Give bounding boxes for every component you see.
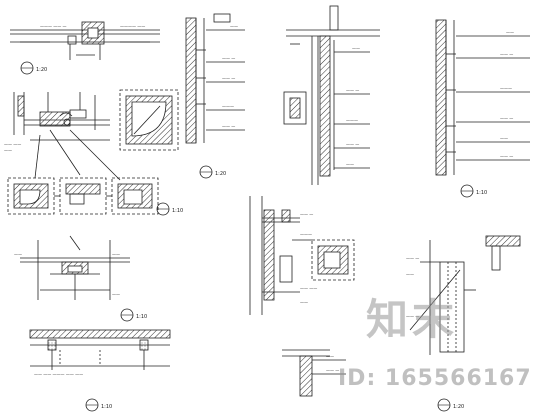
svg-text:—— —: —— — xyxy=(500,154,513,159)
svg-text:—— —: —— — xyxy=(300,212,313,217)
svg-text:———: ——— xyxy=(500,86,512,91)
svg-text:—— —: —— — xyxy=(222,124,235,129)
scale-label-7: 1:20 xyxy=(453,404,464,410)
svg-text:—— ——: —— —— xyxy=(4,142,21,147)
detail-right-lower-section: —— — —— —— — xyxy=(406,235,521,355)
svg-text:——: —— xyxy=(352,46,360,51)
svg-text:——: —— xyxy=(230,24,238,29)
svg-text:——: —— xyxy=(406,272,414,277)
watermark-logo: 知末 xyxy=(366,295,459,344)
scale-label-6: 1:10 xyxy=(476,190,487,196)
subdetail-row xyxy=(7,177,159,215)
svg-text:—— —: —— — xyxy=(406,256,419,261)
svg-text:—— ——: —— —— xyxy=(300,286,317,291)
svg-text:——: —— xyxy=(14,252,22,257)
svg-text:—— —: —— — xyxy=(326,368,339,373)
svg-text:——: —— xyxy=(300,300,308,305)
scale-label-5: 1:20 xyxy=(215,171,226,177)
detail-enlarged-corner xyxy=(119,89,179,151)
scale-label-3: 1:10 xyxy=(136,314,147,320)
svg-text:——: —— xyxy=(112,252,120,257)
detail-marker-7: 1:20 xyxy=(437,398,464,412)
scale-label-4: 1:10 xyxy=(101,404,112,410)
detail-ceiling-section: —— —— —— xyxy=(14,235,130,300)
detail-top-left-section: ——— —— — ———— —— xyxy=(10,21,160,60)
detail-bottom-elevation: —— —— ——— —— —— xyxy=(29,329,171,377)
scale-label-2: 1:10 xyxy=(172,208,183,214)
svg-text:——: —— xyxy=(500,136,508,141)
detail-marker-5: 1:20 xyxy=(199,165,226,179)
detail-window-section: —— — ——— —— —— —— xyxy=(249,196,355,315)
svg-text:——: —— xyxy=(4,148,12,153)
detail-wall-section-1: —— —— — —— — ——— —— — xyxy=(185,13,245,144)
detail-wall-section-3: —— —— — ——— —— — —— —— — xyxy=(435,19,530,176)
svg-text:—— —: —— — xyxy=(406,314,419,319)
detail-marker-3: 1:10 xyxy=(120,308,147,322)
watermark-id: ID: 165566167 xyxy=(338,366,532,391)
svg-text:——: —— xyxy=(112,292,120,297)
svg-text:———: ——— xyxy=(222,104,234,109)
svg-text:——: —— xyxy=(346,162,354,167)
detail-marker-1: 1:20 xyxy=(20,61,47,75)
svg-text:—— —: —— — xyxy=(222,76,235,81)
svg-text:———: ——— xyxy=(346,118,358,123)
detail-bottom-center: —— —— — xyxy=(282,349,346,397)
svg-text:—— —: —— — xyxy=(500,116,513,121)
svg-text:——: —— xyxy=(326,354,334,359)
svg-text:—— —: —— — xyxy=(346,88,359,93)
svg-text:——— —— —: ——— —— — xyxy=(40,24,67,29)
detail-marker-6: 1:10 xyxy=(460,184,487,198)
svg-text:—— —— ——— —— ——: —— —— ——— —— —— xyxy=(34,372,83,377)
svg-text:—— —: —— — xyxy=(222,56,235,61)
detail-marker-2: 1:10 xyxy=(156,202,183,216)
scale-label-1: 1:20 xyxy=(36,67,47,73)
svg-text:—— —: —— — xyxy=(500,52,513,57)
svg-text:———: ——— xyxy=(300,232,312,237)
svg-text:—— —: —— — xyxy=(346,142,359,147)
svg-text:———— ——: ———— —— xyxy=(120,24,145,29)
detail-wall-section-2: —— —— — ——— —— — —— xyxy=(283,5,380,185)
detail-marker-4: 1:10 xyxy=(85,398,112,412)
svg-text:——: —— xyxy=(506,30,514,35)
detail-door-frame-section: —— —— —— xyxy=(4,92,121,181)
